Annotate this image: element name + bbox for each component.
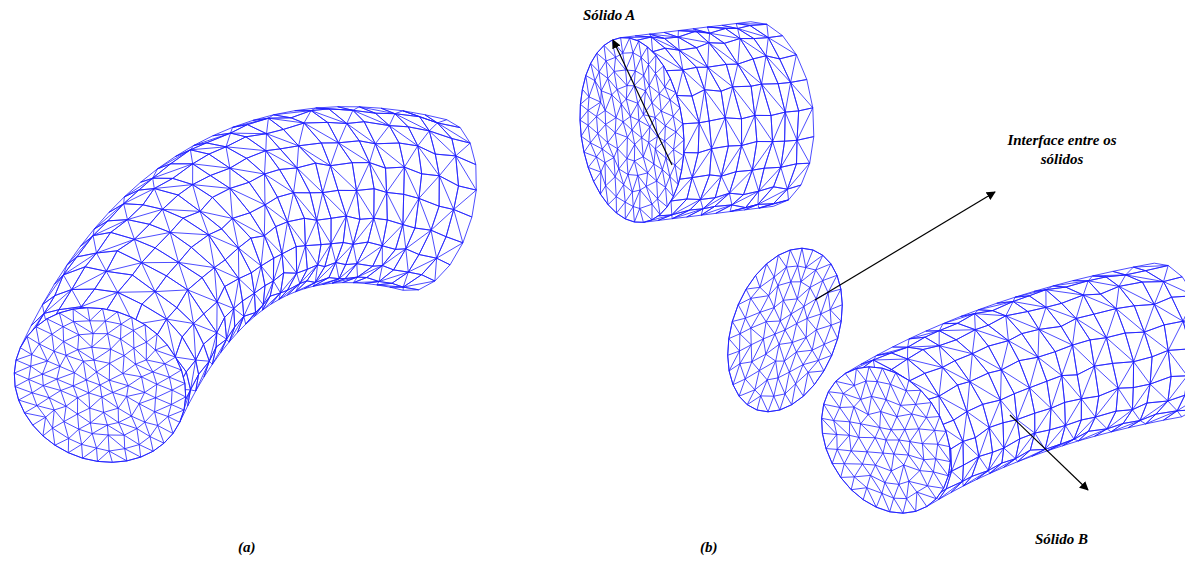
end-cap (822, 367, 951, 513)
end-cap (14, 308, 185, 463)
split-solids-mesh (580, 22, 1185, 514)
leader-arrow (613, 40, 672, 165)
cap-mesh (822, 367, 951, 513)
part-label: Sólido A (583, 6, 635, 25)
leader-arrow (815, 192, 995, 300)
part-label: Sólido B (1035, 530, 1088, 549)
cap-mesh (14, 308, 185, 463)
cap-mesh (580, 38, 684, 223)
leader-arrow (1010, 415, 1088, 490)
end-cap (580, 38, 684, 223)
subfigure-label: (b) (700, 538, 718, 557)
part-label: Interface entre os sólidos (987, 131, 1137, 169)
cap-mesh (728, 248, 843, 412)
leader-lines (613, 40, 1088, 490)
curved-tube-mesh (14, 107, 476, 463)
subfigure-label: (a) (238, 538, 256, 557)
end-cap (728, 248, 843, 412)
